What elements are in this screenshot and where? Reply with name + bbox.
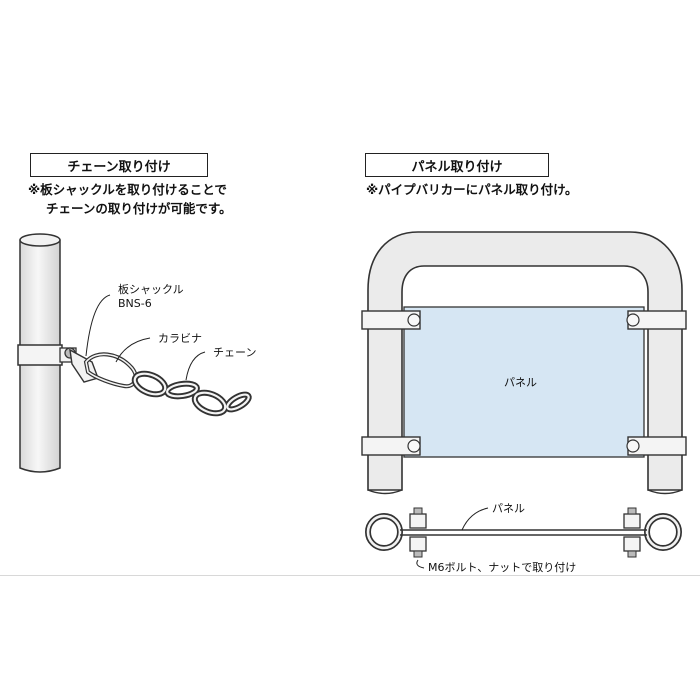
chain-title: チェーン取り付け [67, 159, 171, 175]
top-view [365, 507, 682, 558]
chain-note-line2: チェーンの取り付けが可能です。 [46, 201, 232, 216]
pipe-barricade [367, 231, 683, 495]
right-leader-lines [416, 507, 489, 569]
label-chain: チェーン [213, 346, 257, 359]
label-shackle-model: BNS-6 [118, 297, 152, 310]
panel-title-box: パネル取り付け [365, 153, 549, 177]
label-panel-front: パネル [504, 376, 537, 389]
chain [131, 370, 252, 417]
bottom-divider [0, 575, 700, 576]
pipe-clamp-band [17, 344, 77, 366]
panel-bolts [407, 313, 640, 453]
label-carabiner: カラビナ [158, 332, 202, 345]
panel-title: パネル取り付け [411, 159, 503, 175]
label-plate-shackle: 板シャックル [118, 283, 184, 296]
clamp-bands [361, 310, 687, 456]
chain-title-box: チェーン取り付け [30, 153, 208, 177]
panel-note: ※パイプバリカーにパネル取り付け。 [366, 182, 578, 197]
label-panel-top: パネル [492, 502, 525, 515]
chain-note-line1: ※板シャックルを取り付けることで [28, 182, 227, 197]
panel-front [403, 306, 645, 458]
left-leader-lines [85, 294, 206, 381]
label-bolt: M6ボルト、ナットで取り付け [428, 561, 577, 574]
